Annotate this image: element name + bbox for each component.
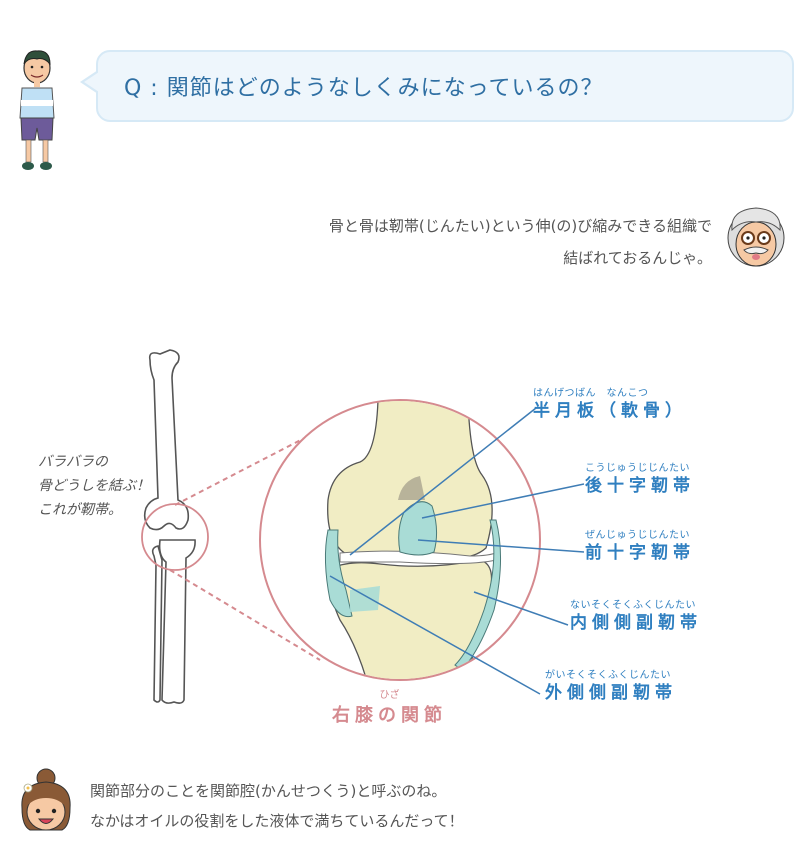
label-acl-text: 前十字靭帯 [585, 543, 695, 563]
girl-line-2: なかはオイルの役割をした液体で満ちているんだって！ [90, 812, 464, 830]
girl-line-1: 関節部分のことを関節腔(かんせつくう)と呼ぶのね。 [90, 782, 447, 800]
grandpa-explanation: 骨と骨は靭帯(じんたい)という伸(の)び縮みできる組織で 結ばれておるんじゃ。 [329, 210, 712, 274]
knee-caption-ruby: ひざ [379, 690, 400, 701]
label-pcl: こうじゅうじじんたい 後十字靭帯 [585, 463, 695, 497]
label-acl-ruby: ぜんじゅうじじんたい [585, 530, 690, 541]
question-bubble [96, 50, 794, 122]
bone-note: バラバラの 骨どうしを結ぶ！ これが靭帯。 [38, 450, 150, 522]
question-text: Q : 関節はどのようなしくみになっているの？ [124, 76, 604, 101]
grandpa-line-2: 結ばれておるんじゃ。 [563, 249, 712, 267]
label-acl: ぜんじゅうじじんたい 前十字靭帯 [585, 530, 695, 564]
label-lcl-ruby: がいそくそくふくじんたい [545, 670, 671, 681]
grandpa-line-1: 骨と骨は靭帯(じんたい)という伸(の)び縮みできる組織で [328, 217, 712, 235]
label-pcl-text: 後十字靭帯 [585, 476, 695, 496]
knee-joint-diagram [141, 349, 585, 704]
bone-note-line-2: 骨どうしを結ぶ！ [38, 478, 150, 494]
label-mcl-ruby: ないそくそくふくじんたい [570, 600, 696, 611]
boy-character-icon [19, 50, 55, 170]
femur-bone-icon [143, 349, 190, 531]
bone-note-line-3: これが靭帯。 [38, 502, 122, 518]
bone-note-line-1: バラバラの [38, 454, 108, 470]
label-lcl-text: 外側側副靭帯 [545, 683, 677, 703]
label-lcl: がいそくそくふくじんたい 外側側副靭帯 [545, 670, 677, 704]
tibia-bone-icon [151, 539, 196, 704]
knee-caption: ひざ 右膝の関節 [332, 690, 447, 727]
label-mcl-text: 内側側副靭帯 [570, 613, 702, 633]
knee-caption-text: 右膝の関節 [332, 705, 447, 726]
label-mcl: ないそくそくふくじんたい 内側側副靭帯 [570, 600, 702, 634]
label-meniscus-text: 半月板（軟骨） [533, 401, 687, 421]
lateral-collateral-ligament [324, 529, 353, 618]
girl-character-icon [21, 768, 71, 831]
label-meniscus-ruby: はんげつばん なんこつ [533, 388, 649, 399]
label-pcl-ruby: こうじゅうじじんたい [585, 463, 690, 474]
grandpa-character-icon [727, 207, 785, 267]
speech-bubble-tail-inner [84, 72, 99, 92]
label-meniscus: はんげつばん なんこつ 半月板（軟骨） [533, 388, 687, 422]
girl-explanation: 関節部分のことを関節腔(かんせつくう)と呼ぶのね。 なかはオイルの役割をした液体… [90, 776, 464, 836]
cruciate-ligaments [398, 501, 438, 556]
